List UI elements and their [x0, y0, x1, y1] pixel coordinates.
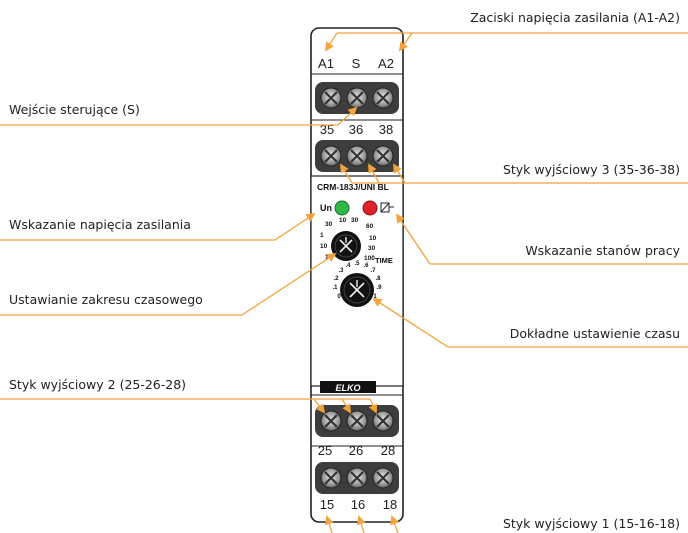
terminal-label-26: 26: [349, 443, 363, 458]
terminal-label-35: 35: [320, 122, 334, 137]
range-mark: 30: [368, 245, 376, 252]
callout-range-setting: Ustawianie zakresu czasowego: [9, 292, 203, 307]
range-mark: 60: [366, 223, 374, 230]
callout-supply-indication: Wskazanie napięcia zasilania: [9, 217, 191, 232]
fine-mark: .8: [375, 276, 381, 282]
un-label: Un: [320, 203, 332, 213]
range-mark: 30: [351, 217, 359, 224]
elko-logo: ELKO: [320, 381, 376, 393]
range-mark: 100: [364, 255, 375, 262]
time-label: TIME: [375, 256, 393, 265]
screw-icon: [320, 410, 342, 432]
callout-output3: Styk wyjściowy 3 (35-36-38): [502, 162, 680, 177]
terminal-label-36: 36: [349, 122, 363, 137]
screw-icon: [346, 87, 368, 109]
fine-mark: .2: [333, 276, 339, 282]
screw-icon: [320, 145, 342, 167]
range-mark: 30: [325, 221, 333, 228]
range-mark: 1: [320, 232, 324, 239]
range-mark: 10: [369, 235, 377, 242]
terminal-label-38: 38: [379, 122, 393, 137]
fine-mark: .1: [332, 285, 338, 291]
screw-icon: [320, 87, 342, 109]
range-dial-knob[interactable]: [331, 231, 361, 261]
callout-lines: [0, 32, 688, 533]
relay-coil-icon: [380, 202, 394, 213]
terminal-label-15: 15: [320, 497, 334, 512]
fine-mark: 0: [337, 294, 341, 300]
terminal-label-28: 28: [381, 443, 395, 458]
screws: [320, 87, 394, 489]
screw-icon: [372, 410, 394, 432]
fine-dial-knob[interactable]: [340, 273, 374, 307]
fine-mark: .6: [363, 263, 369, 269]
terminal-label-18: 18: [383, 497, 397, 512]
screw-icon: [346, 467, 368, 489]
callout-control-input: Wejście sterujące (S): [9, 102, 140, 117]
screw-icon: [372, 145, 394, 167]
terminal-label-s: S: [352, 56, 361, 71]
callout-state-indication: Wskazanie stanów pracy: [525, 243, 680, 258]
fine-mark: .5: [354, 261, 360, 267]
screw-icon: [372, 467, 394, 489]
svg-text:ELKO: ELKO: [335, 383, 360, 393]
callout-supply-terminals: Zaciski napięcia zasilania (A1-A2): [470, 10, 680, 25]
supply-led: [334, 200, 350, 216]
fine-mark: .3: [338, 268, 344, 274]
fine-mark: .4: [345, 263, 351, 269]
relay-led: [362, 200, 378, 216]
fine-dial-scale: 0 .1 .2 .3 .4 .5 .6 .7 .8 .9 1: [332, 261, 382, 300]
fine-mark: .9: [376, 285, 382, 291]
callout-output1: Styk wyjściowy 1 (15-16-18): [502, 516, 680, 531]
range-mark: 10: [320, 243, 328, 250]
terminal-label-25: 25: [318, 443, 332, 458]
terminal-label-16: 16: [351, 497, 365, 512]
terminal-labels: A1 S A2 35 36 38 25 26 28 15 16 18: [318, 56, 397, 512]
fine-mark: 1: [373, 294, 377, 300]
terminal-label-a1: A1: [318, 56, 334, 71]
callout-output2: Styk wyjściowy 2 (25-26-28): [9, 377, 187, 392]
range-mark: 10: [339, 217, 347, 224]
screw-icon: [320, 467, 342, 489]
terminal-label-a2: A2: [378, 56, 394, 71]
fine-mark: .7: [370, 268, 376, 274]
screw-icon: [346, 145, 368, 167]
model-name: CRM-183J/UNI BL: [317, 182, 389, 192]
screw-icon: [346, 410, 368, 432]
screw-icon: [372, 87, 394, 109]
callout-fine-setting: Dokładne ustawienie czasu: [509, 326, 680, 341]
